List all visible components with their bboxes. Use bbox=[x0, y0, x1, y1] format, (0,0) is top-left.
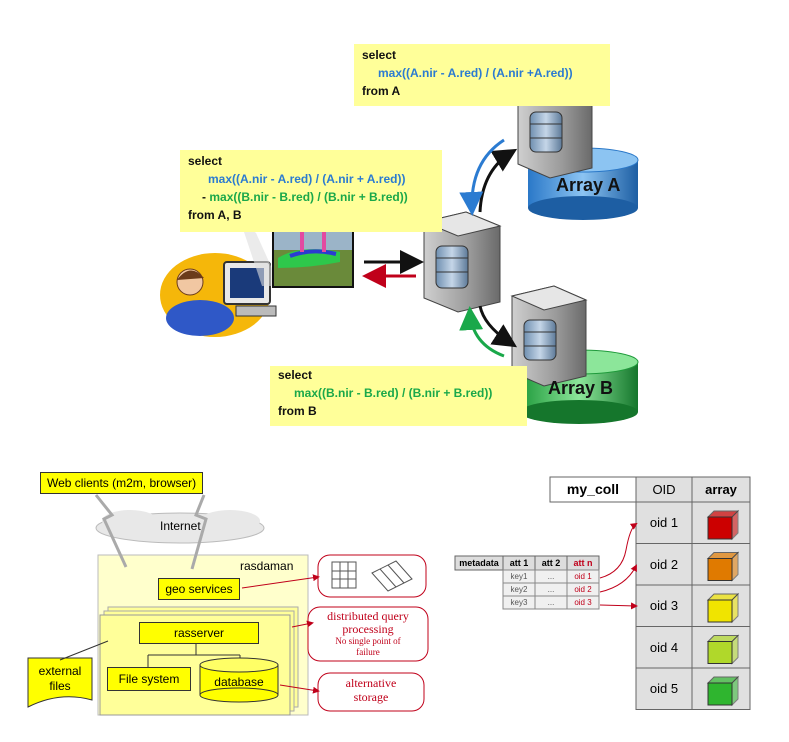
oid-cell bbox=[635, 667, 693, 710]
collection-name: my_coll bbox=[566, 481, 620, 497]
server-b-icon bbox=[510, 285, 588, 387]
query-ab-line2: max((A.nir - A.red) / (A.nir + A.red)) bbox=[208, 172, 406, 186]
link-oid-3 bbox=[599, 602, 638, 610]
arrow-from-b bbox=[459, 306, 505, 358]
file-system-box: File system bbox=[107, 667, 191, 691]
array-cube-icon bbox=[706, 675, 740, 707]
oid-cell bbox=[635, 626, 693, 669]
external-files-shape bbox=[27, 657, 93, 708]
query-b-line3: from B bbox=[278, 404, 317, 418]
array-a-label: Array A bbox=[556, 175, 621, 195]
query-ab-line4: from A, B bbox=[188, 208, 242, 222]
link-oid-1 bbox=[599, 522, 638, 579]
collection-canvas bbox=[454, 476, 751, 710]
internet-cloud-icon bbox=[95, 510, 265, 544]
oid-cell bbox=[635, 543, 693, 586]
meta-cell-value: ... bbox=[547, 572, 555, 581]
array-cube-icon bbox=[706, 634, 740, 665]
meta-cell-value: key1 bbox=[510, 572, 528, 581]
rasdaman-label: rasdaman bbox=[240, 559, 294, 573]
query-box-ab: select max((A.nir - A.red) / (A.nir + A.… bbox=[180, 150, 442, 232]
meta-header-n: att n bbox=[573, 558, 593, 568]
external-files-line2: files bbox=[49, 679, 71, 693]
array-header: array bbox=[705, 482, 737, 497]
alternative-storage-text: alternative storage bbox=[318, 676, 424, 704]
external-files-line1: external bbox=[38, 664, 82, 678]
oid-label: oid 2 bbox=[649, 556, 679, 572]
oid-label: oid 1 bbox=[649, 515, 679, 530]
distributed-callout bbox=[307, 606, 429, 662]
array-cube-icon bbox=[706, 592, 740, 624]
query-box-a: select max((A.nir - A.red) / (A.nir +A.r… bbox=[354, 44, 610, 106]
oid-cell bbox=[635, 501, 693, 544]
meta-header-2: att 2 bbox=[541, 558, 561, 568]
oid-label: oid 5 bbox=[649, 681, 679, 696]
oid-label: oid 4 bbox=[649, 639, 679, 655]
arrow-to-b bbox=[478, 305, 518, 348]
query-box-b: select max((B.nir - B.red) / (B.nir + B.… bbox=[270, 366, 527, 426]
query-a-line3: from A bbox=[362, 84, 401, 98]
meta-cell-value: oid 2 bbox=[574, 585, 592, 594]
oid-label: oid 3 bbox=[649, 598, 679, 613]
meta-cell-value: oid 3 bbox=[574, 598, 592, 607]
geo-services-box: geo services bbox=[158, 578, 240, 600]
distributed-text: distributed query processing No single p… bbox=[308, 610, 428, 658]
user-at-computer-icon bbox=[160, 220, 280, 337]
internet-label: Internet bbox=[160, 519, 201, 533]
no-spof-line1: No single point of bbox=[335, 636, 401, 646]
array-cube-icon bbox=[706, 509, 740, 541]
query-a-line2: max((A.nir - A.red) / (A.nir +A.red)) bbox=[378, 66, 573, 80]
query-b-line1: select bbox=[278, 368, 313, 382]
distributed-line1: distributed query bbox=[327, 609, 409, 623]
alt-storage-line1: alternative bbox=[345, 676, 397, 690]
distributed-line2: processing bbox=[342, 622, 394, 636]
meta-cell-value: key3 bbox=[510, 598, 528, 607]
meta-cell-value: key2 bbox=[510, 585, 528, 594]
external-files-label: external files bbox=[36, 664, 84, 694]
oid-header: OID bbox=[652, 482, 676, 497]
no-spof-line2: failure bbox=[356, 647, 380, 657]
alt-storage-line2: storage bbox=[353, 690, 389, 704]
database-cylinder bbox=[199, 657, 279, 703]
database-label: database bbox=[214, 675, 264, 689]
rasserver-box: rasserver bbox=[139, 622, 259, 644]
meta-cell bbox=[566, 595, 600, 610]
array-b-label: Array B bbox=[548, 378, 614, 398]
meta-cell-value: ... bbox=[547, 585, 555, 594]
link-oid-2 bbox=[599, 564, 637, 593]
meta-header-1: att 1 bbox=[509, 558, 529, 568]
query-ab-minus: - bbox=[202, 190, 210, 204]
query-ab-line1: select bbox=[188, 154, 223, 168]
metadata-label: metadata bbox=[459, 558, 499, 568]
web-clients-box: Web clients (m2m, browser) bbox=[40, 472, 204, 494]
query-a-line1: select bbox=[362, 48, 397, 62]
query-b-line2: max((B.nir - B.red) / (B.nir + B.red)) bbox=[294, 386, 493, 400]
array-cube-icon bbox=[706, 551, 740, 582]
meta-cell-value: oid 1 bbox=[574, 572, 592, 581]
query-ab-line3: max((B.nir - B.red) / (B.nir + B.red)) bbox=[209, 190, 408, 204]
arrow-from-a bbox=[459, 138, 505, 216]
meta-cell-value: ... bbox=[547, 598, 555, 607]
